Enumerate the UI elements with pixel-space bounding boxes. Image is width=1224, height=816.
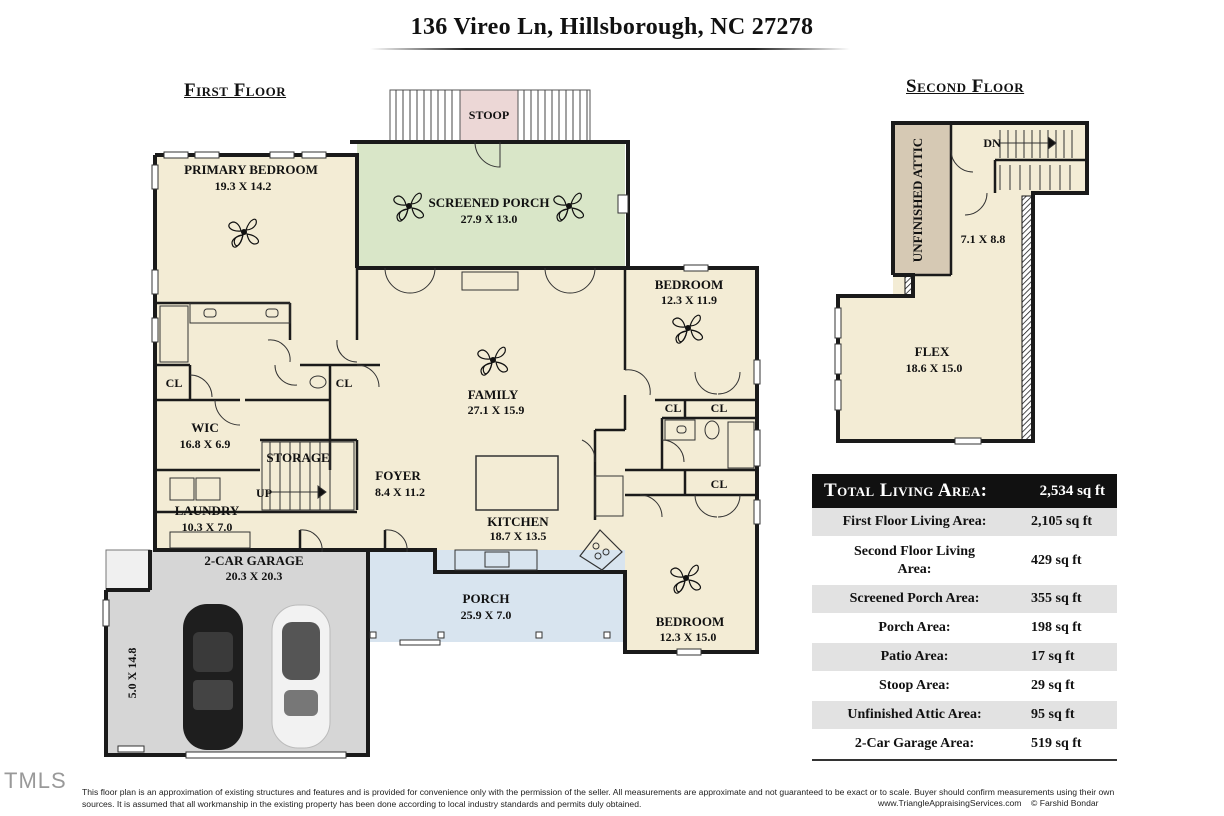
area-row: Porch Area: 198 sq ft: [812, 614, 1117, 643]
closet-label: CL: [711, 401, 728, 415]
laundry-dims: 10.3 X 7.0: [182, 520, 233, 534]
area-row: Second Floor Living Area: 429 sq ft: [812, 537, 1117, 585]
primary-bedroom-dims: 19.3 X 14.2: [215, 179, 272, 193]
laundry-name: LAUNDRY: [175, 503, 240, 518]
first-floor-stair: [261, 441, 355, 511]
area-table-bottom-rule: [812, 759, 1117, 761]
flex-dims: 18.6 X 15.0: [906, 361, 963, 375]
family-name: FAMILY: [468, 387, 519, 402]
car-left: [183, 604, 243, 750]
wic-name: WIC: [191, 420, 218, 435]
porch-dims: 25.9 X 7.0: [461, 608, 512, 622]
foyer-dims: 8.4 X 11.2: [375, 485, 425, 499]
stair-down-label: DN: [983, 136, 1001, 150]
address-title: 136 Vireo Ln, Hillsborough, NC 27278: [410, 14, 814, 40]
porch-posts: [369, 631, 611, 646]
area-row-value: 2,105 sq ft: [1031, 514, 1093, 529]
closet-label: CL: [336, 376, 353, 390]
first-floor-label: First Floor: [184, 80, 287, 101]
second-floor: [834, 121, 1089, 445]
closet-label: CL: [711, 477, 728, 491]
bedroom-upper-name: BEDROOM: [655, 277, 724, 292]
area-row-label: Second Floor Living Area:: [853, 543, 976, 577]
area-row-label: First Floor Living Area:: [842, 514, 987, 529]
storage-name: STORAGE: [266, 450, 329, 465]
bedroom-lower-dims: 12.3 X 15.0: [660, 630, 717, 644]
garage-dims: 20.3 X 20.3: [226, 569, 283, 583]
kitchen-fixtures: [454, 271, 624, 571]
kitchen-name: KITCHEN: [487, 514, 549, 529]
area-row-value: 198 sq ft: [1031, 620, 1082, 635]
foyer-name: FOYER: [375, 468, 421, 483]
porch-area: [368, 550, 625, 642]
title-underline: [370, 48, 850, 50]
first-floor-interior-walls: [155, 268, 757, 550]
screened-porch-name: SCREENED PORCH: [429, 195, 550, 210]
area-row-value: 29 sq ft: [1031, 678, 1075, 693]
stair-up-label: UP: [256, 486, 272, 500]
laundry-appliances: [169, 477, 251, 549]
area-row: Unfinished Attic Area: 95 sq ft: [812, 701, 1117, 730]
footer-credits: www.TriangleAppraisingServices.com © Far…: [878, 798, 1099, 808]
area-row-value: 429 sq ft: [1031, 552, 1082, 568]
car-right: [271, 604, 331, 749]
total-living-area-value: 2,534 sq ft: [1039, 482, 1105, 499]
area-row: 2-Car Garage Area: 519 sq ft: [812, 730, 1117, 759]
porch-name: PORCH: [463, 591, 510, 606]
screened-porch-dims: 27.9 X 13.0: [461, 212, 518, 226]
area-row-label: Stoop Area:: [879, 678, 950, 693]
total-living-area-label: Total Living Area:: [824, 480, 988, 501]
unfinished-attic-name: UNFINISHED ATTIC: [910, 138, 925, 262]
garage-name: 2-CAR GARAGE: [204, 553, 303, 568]
flex-name: FLEX: [915, 344, 950, 359]
area-row-value: 355 sq ft: [1031, 591, 1082, 606]
mls-logo: TMLS: [4, 768, 67, 793]
bedroom-upper-dims: 12.3 X 11.9: [661, 293, 717, 307]
area-row-label: Patio Area:: [880, 649, 949, 664]
area-row: Patio Area: 17 sq ft: [812, 643, 1117, 672]
door-swings: [189, 141, 741, 553]
website-text: www.TriangleAppraisingServices.com: [878, 798, 1022, 808]
area-row: Screened Porch Area: 355 sq ft: [812, 585, 1117, 614]
area-row-label: Porch Area:: [878, 620, 951, 635]
bedroom-lower-name: BEDROOM: [656, 614, 725, 629]
family-dims: 27.1 X 15.9: [468, 403, 525, 417]
second-floor-label: Second Floor: [906, 76, 1025, 97]
stoop-area: [389, 89, 591, 143]
copyright-text: © Farshid Bondar: [1031, 798, 1099, 808]
second-landing-dims: 7.1 X 8.8: [961, 232, 1006, 246]
windows: [102, 151, 761, 759]
area-table: Total Living Area: 2,534 sq ft First Flo…: [812, 474, 1117, 761]
closet-label: CL: [665, 401, 682, 415]
patio-dims: 5.0 X 14.8: [125, 648, 139, 699]
area-row-label: Screened Porch Area:: [849, 591, 980, 606]
disclaimer-text: This floor plan is an approximation of e…: [82, 787, 1115, 809]
stoop-label: STOOP: [469, 108, 509, 122]
area-row-value: 519 sq ft: [1031, 736, 1082, 751]
living-area-fill: [155, 155, 757, 652]
area-row-value: 95 sq ft: [1031, 707, 1075, 722]
area-row: Stoop Area: 29 sq ft: [812, 672, 1117, 701]
area-row-label: Unfinished Attic Area:: [847, 707, 982, 722]
area-row-label: 2-Car Garage Area:: [854, 736, 975, 751]
primary-bedroom-name: PRIMARY BEDROOM: [184, 162, 318, 177]
area-row-value: 17 sq ft: [1031, 649, 1075, 664]
kitchen-dims: 18.7 X 13.5: [490, 529, 547, 543]
area-row: First Floor Living Area: 2,105 sq ft: [812, 508, 1117, 537]
wic-dims: 16.8 X 6.9: [180, 437, 231, 451]
total-living-area-row: Total Living Area: 2,534 sq ft: [812, 474, 1117, 508]
closet-label: CL: [166, 376, 183, 390]
